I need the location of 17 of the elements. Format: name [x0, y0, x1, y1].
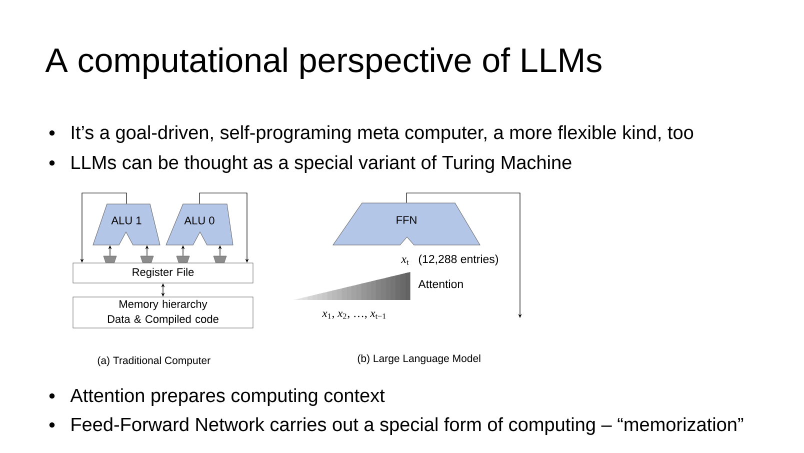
alu-trapezoid: ALU 1 — [92, 204, 160, 246]
bullet-text: Attention prepares computing context — [70, 388, 385, 406]
math-label: x$_{t}$ — [401, 258, 409, 265]
diagram-label: Attention — [418, 280, 463, 288]
bullet-text: It’s a goal-driven, self-programing meta computer, a more flexible kind, too — [72, 125, 694, 143]
ffn-trapezoid: FFN — [332, 202, 480, 246]
title: A computational perspective of LLMs — [45, 47, 602, 80]
figure-caption: (a) Traditional Computer — [98, 356, 210, 366]
bullet-text: LLMs can be thought as a special variant of Turing Machine — [72, 155, 572, 173]
bullet-text: Feed-Forward Network carries out a special form of computing – “memorization” — [72, 417, 744, 435]
math-label: x$_{1}$, x$_{2}$, …, x$_{t−1}$ — [322, 312, 386, 319]
arrow — [406, 192, 522, 318]
process-box: Register File — [72, 262, 254, 284]
diagram-label: (12,288 entries) — [418, 254, 498, 266]
figure-caption: (b) Large Language Model — [358, 354, 480, 364]
process-box: Memory hierarchy Data & Compiled code — [72, 296, 254, 328]
alu-trapezoid: ALU 0 — [166, 204, 234, 246]
